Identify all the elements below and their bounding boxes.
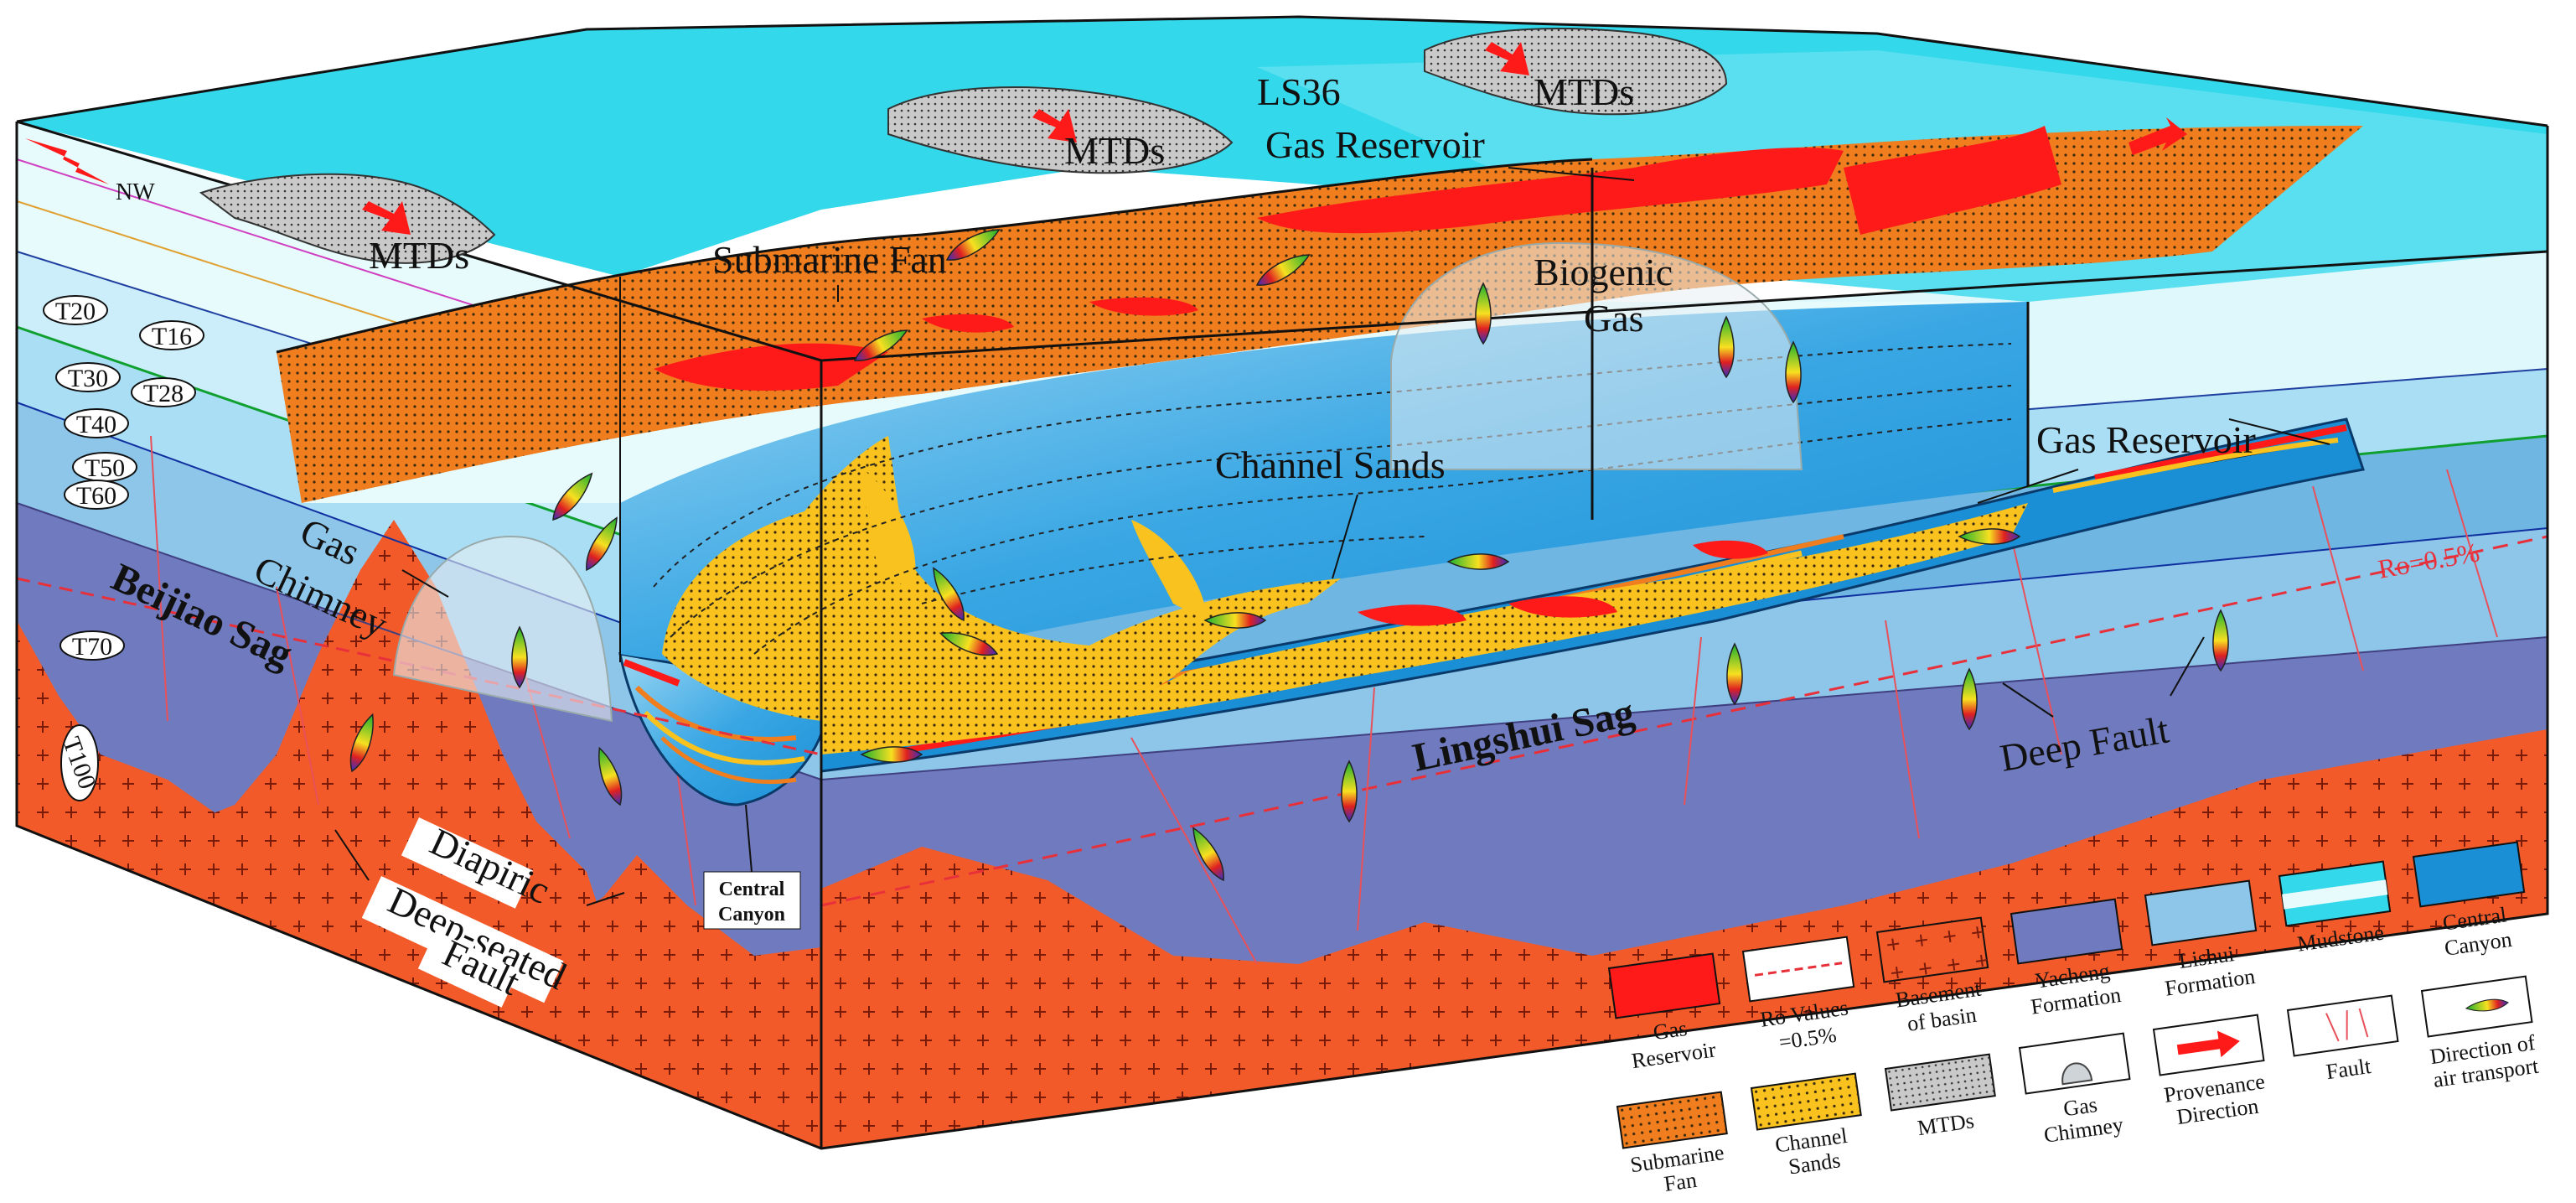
svg-text:Gas: Gas <box>2061 1092 2098 1121</box>
block-top <box>15 15 2549 1150</box>
north-arrow-icon <box>25 138 109 184</box>
legend-yacheng: Yacheng Formation <box>2010 898 2123 1019</box>
lishui-right <box>821 528 2548 780</box>
provenance-arrow <box>1485 42 1529 75</box>
horizon-t70: T70 <box>59 630 125 661</box>
svg-text:T50: T50 <box>85 454 125 482</box>
mtds-label-3: MTDs <box>1534 70 1634 113</box>
mtds-label-1: MTDs <box>369 234 469 277</box>
horizon-t100: T100 <box>57 724 101 801</box>
biogenic-label-line1: Biogenic <box>1534 251 1673 293</box>
svg-text:T28: T28 <box>143 380 184 407</box>
legend-fault: Fault <box>2286 994 2399 1084</box>
central-canyon-label: Central Canyon <box>703 871 801 930</box>
horizon-t16: T16 <box>139 320 204 350</box>
ls36-gas-reservoir <box>1257 148 1844 234</box>
svg-text:T60: T60 <box>76 482 116 510</box>
legend-provenance: Provenance Direction <box>2152 1014 2267 1129</box>
provenance-arrow <box>362 201 411 235</box>
legend-mudstone: Mudstone <box>2278 860 2392 957</box>
legend-air-transport: Direction of air transport <box>2420 975 2541 1092</box>
legend-central-canyon: Central Canyon <box>2412 841 2526 961</box>
svg-text:Central: Central <box>719 879 785 900</box>
mtds-label-2: MTDs <box>1064 129 1165 172</box>
horizon-t50: T50 <box>72 452 137 482</box>
svg-text:Fault: Fault <box>2325 1054 2373 1084</box>
svg-text:Chimney: Chimney <box>2042 1112 2124 1148</box>
svg-text:T30: T30 <box>68 365 108 392</box>
legend-gas-reservoir: Gas Reservoir <box>1607 952 1721 1073</box>
submarine-fan-label: Submarine Fan <box>712 238 947 281</box>
svg-text:MTDs: MTDs <box>1916 1108 1975 1140</box>
nw-label: NW <box>116 179 155 205</box>
horizon-t60: T60 <box>64 480 129 510</box>
legend-basement: Basement of basin <box>1875 916 1989 1036</box>
svg-text:Canyon: Canyon <box>718 904 785 926</box>
horizon-t28: T28 <box>131 377 196 407</box>
legend-mtds: MTDs <box>1884 1053 1996 1140</box>
svg-text:Reservoir: Reservoir <box>1630 1037 1717 1073</box>
horizon-t40: T40 <box>64 408 129 438</box>
svg-text:Formation: Formation <box>2164 964 2257 1001</box>
gas-chimney-front <box>392 535 613 723</box>
horizon-t30: T30 <box>55 362 121 392</box>
gas-reservoir-label: Gas Reservoir <box>2036 418 2256 461</box>
channel-sands-label: Channel Sands <box>1215 443 1446 486</box>
svg-text:T40: T40 <box>76 411 116 438</box>
mtd-deposits <box>25 28 2187 264</box>
canyon-contours <box>653 343 2012 655</box>
horizon-labels: T20 T16 T30 T28 T40 T50 T60 T70 T100 <box>43 295 204 801</box>
legend-gas-chimney: Gas Chimney <box>2018 1032 2131 1148</box>
legend-submarine-fan: Submarine Fan <box>1616 1091 1728 1196</box>
ls36-label-line2: Gas Reservoir <box>1265 123 1485 166</box>
provenance-arrow <box>1032 109 1077 143</box>
biogenic-gas-dome <box>1390 241 1803 470</box>
svg-text:T20: T20 <box>55 298 96 325</box>
horizon-t20: T20 <box>43 295 108 325</box>
ls36-label-line1: LS36 <box>1257 70 1341 113</box>
svg-text:Gas: Gas <box>1652 1016 1689 1045</box>
ro-dashed-line <box>820 535 2548 907</box>
legend: Gas Reservoir Ro Values =0.5% Basement o… <box>1607 841 2541 1196</box>
biogenic-label-line2: Gas <box>1584 297 1644 340</box>
provenance-arrow <box>2129 117 2187 155</box>
svg-text:T16: T16 <box>152 323 192 350</box>
legend-channel-sands: Channel Sands <box>1750 1072 1862 1180</box>
legend-ro-values: Ro Values =0.5% <box>1741 936 1855 1055</box>
svg-text:Fan: Fan <box>1663 1168 1699 1196</box>
svg-text:T70: T70 <box>72 633 112 661</box>
